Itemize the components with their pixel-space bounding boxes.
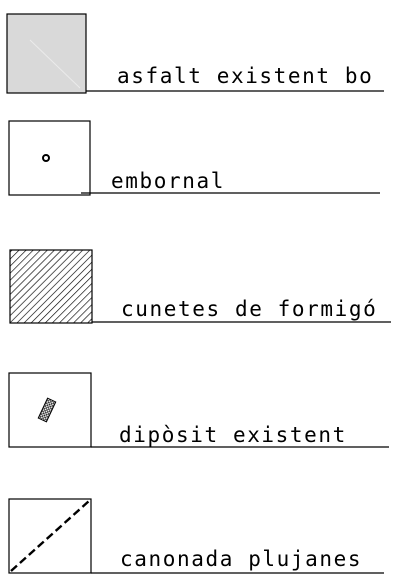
diagonal-hatch-square-icon <box>9 249 93 324</box>
legend-item-diposit <box>8 372 389 448</box>
legend-label-embornal: embornal <box>111 169 225 193</box>
small-circle-icon <box>42 154 50 162</box>
legend-label-diposit: dipòsit existent <box>119 423 347 447</box>
gray-fill-square-icon <box>6 13 87 94</box>
dashed-diagonal-line-icon <box>10 500 90 572</box>
crosshatched-rect-icon <box>37 397 57 423</box>
legend-label-canonada: canonada plujanes <box>120 547 363 571</box>
legend-label-cunetes: cunetes de formigó <box>121 297 378 321</box>
legend-label-asfalt: asfalt existent bo <box>117 64 374 88</box>
legend-item-embornal <box>8 120 380 196</box>
legend-item-asfalt <box>6 13 384 94</box>
gray-fill-square-highlight <box>29 39 81 89</box>
legend-item-cunetes <box>9 249 391 324</box>
legend-item-canonada <box>8 498 384 574</box>
